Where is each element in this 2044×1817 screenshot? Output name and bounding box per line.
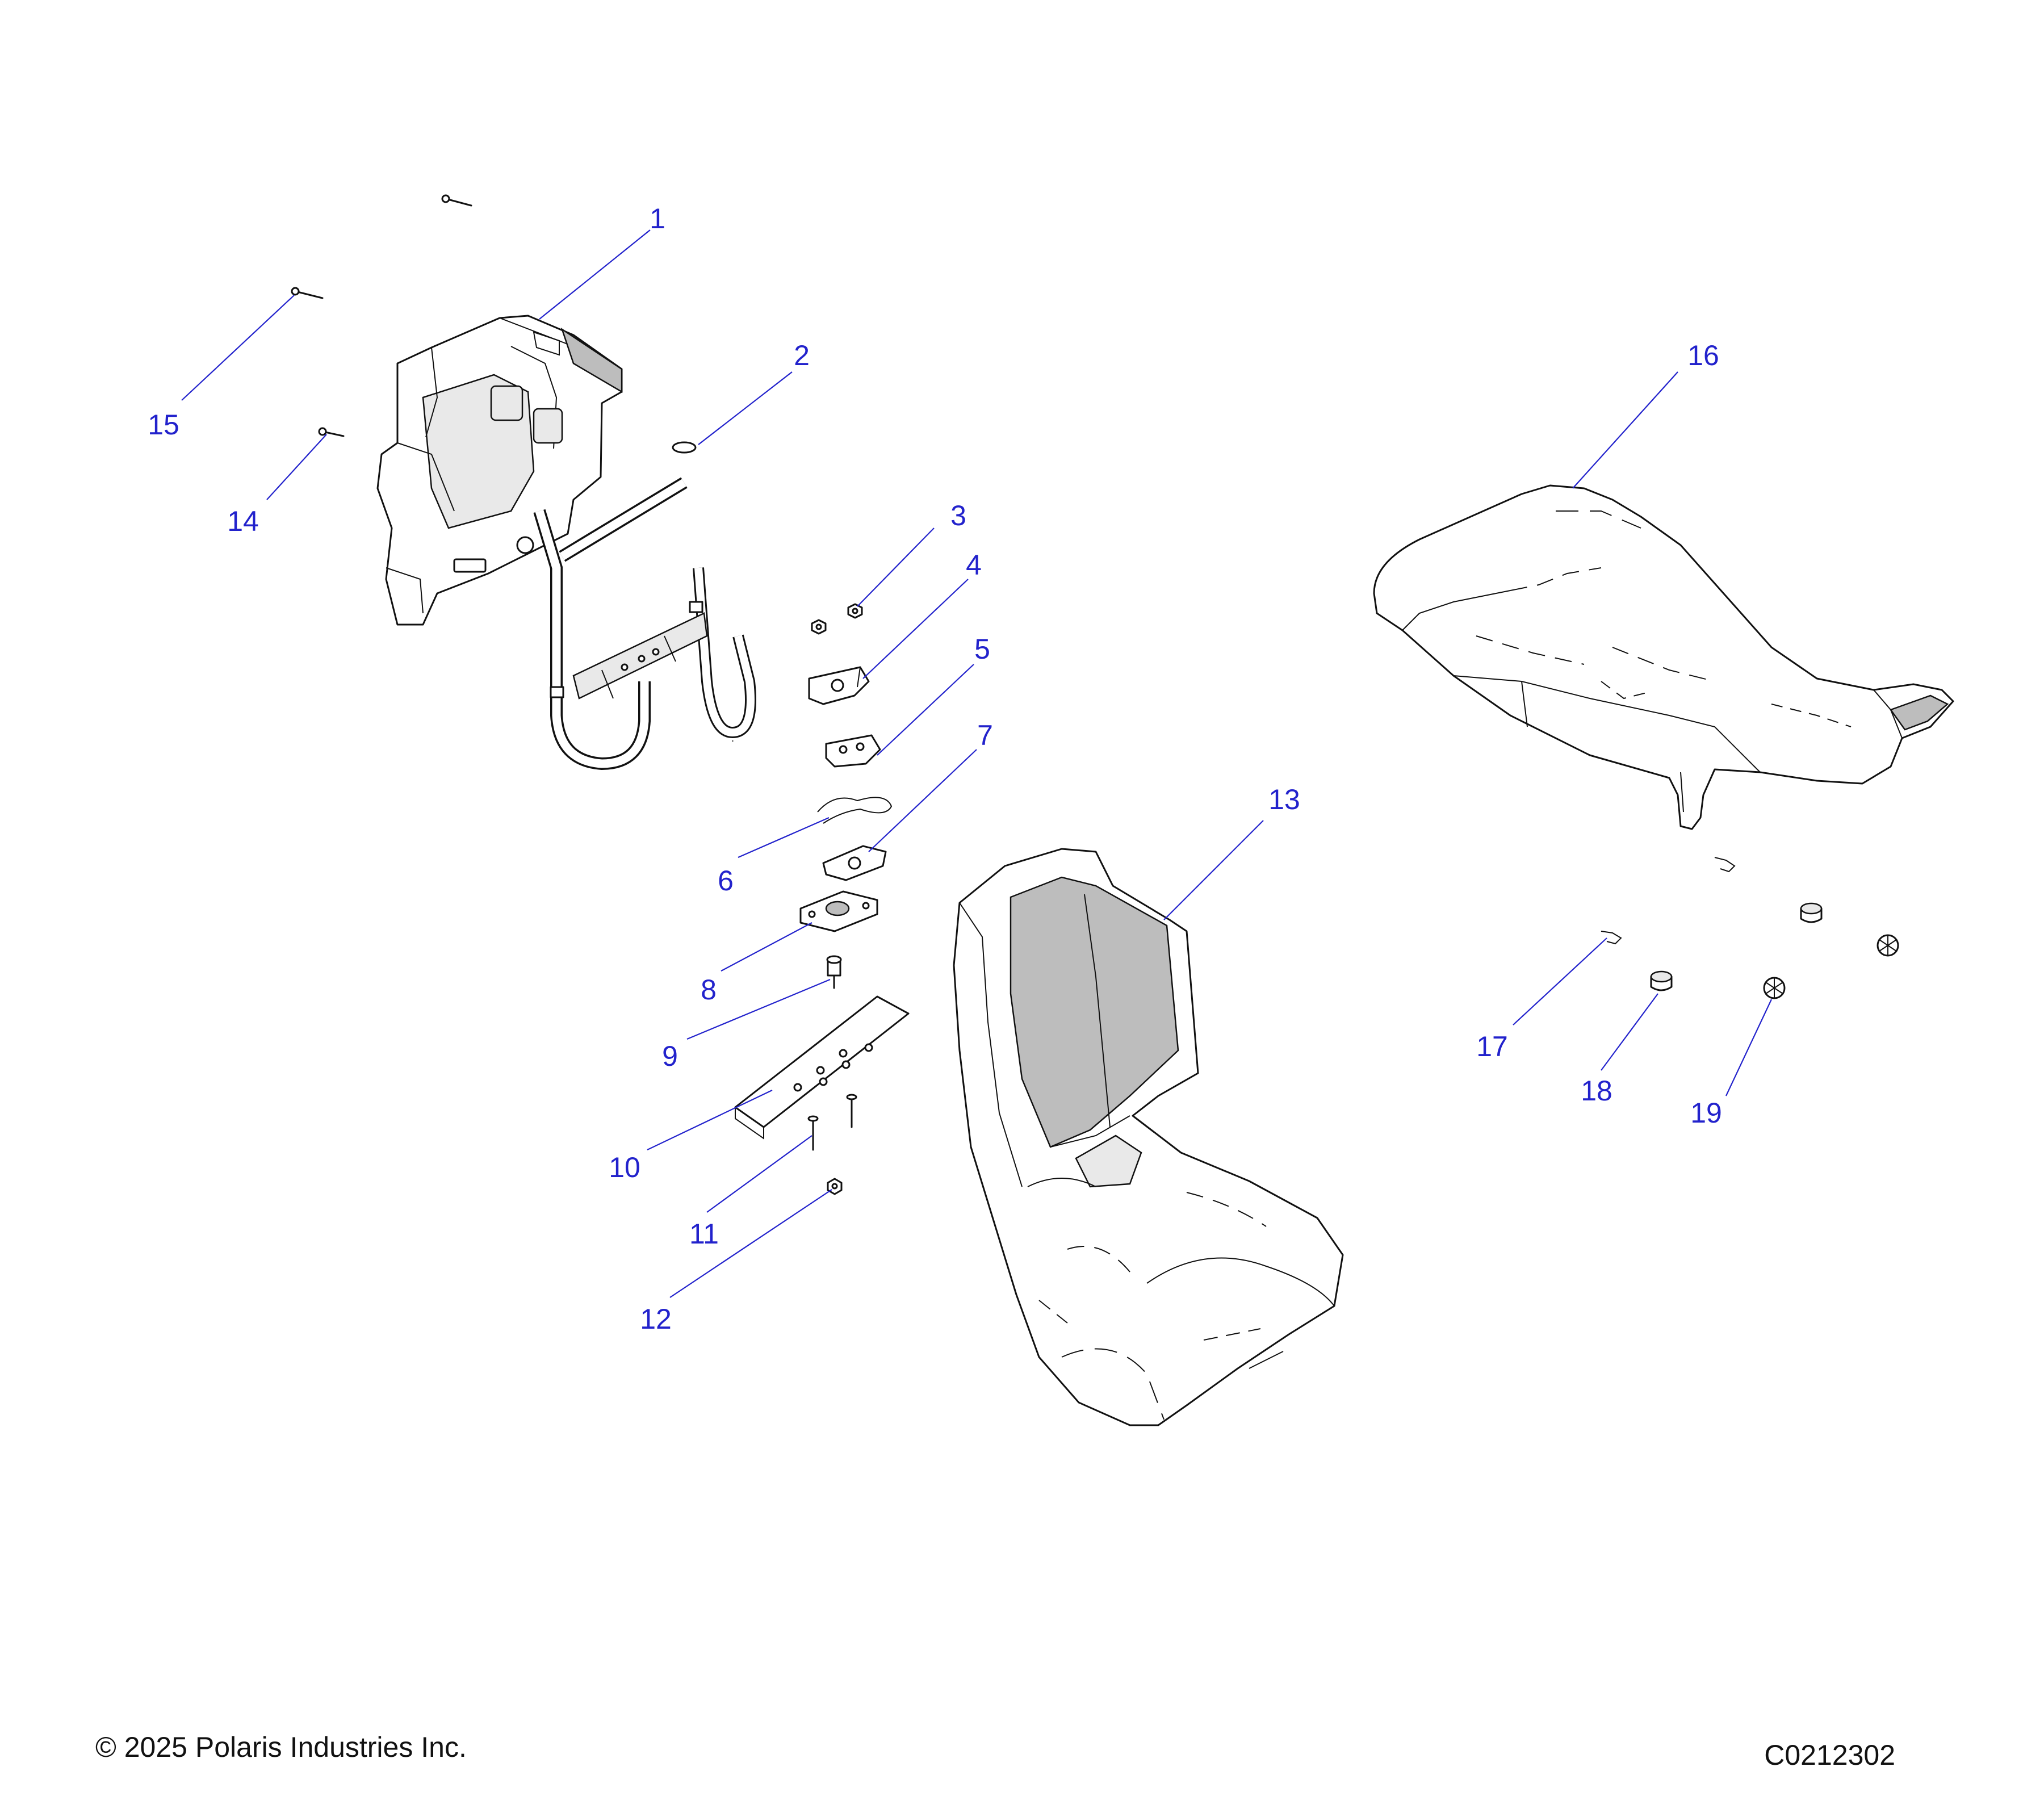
leader-18 <box>1601 993 1658 1071</box>
clip-upper <box>1714 857 1736 873</box>
leader-11 <box>706 1135 812 1213</box>
plate-7 <box>822 845 887 881</box>
nut-small <box>811 619 827 635</box>
leader-13 <box>1163 820 1264 920</box>
grommet-18a <box>1800 902 1823 923</box>
callout-16: 16 <box>1687 340 1719 371</box>
bolt-top <box>441 194 472 207</box>
callout-19: 19 <box>1690 1097 1722 1129</box>
leader-16 <box>1572 371 1678 489</box>
callout-17: 17 <box>1476 1031 1508 1062</box>
push-nut-19a <box>1877 934 1899 957</box>
callout-11: 11 <box>689 1218 719 1250</box>
grommet-18 <box>1650 970 1673 991</box>
leader-9 <box>686 978 831 1040</box>
callout-15: 15 <box>148 409 179 441</box>
leader-6 <box>738 817 830 859</box>
leader-3 <box>857 527 935 607</box>
leader-4 <box>862 579 969 679</box>
nut-3 <box>847 603 863 619</box>
callout-9: 9 <box>662 1040 678 1072</box>
callout-1: 1 <box>650 203 665 235</box>
bolts-11 <box>807 1094 857 1151</box>
leader-1 <box>539 229 651 320</box>
leader-10 <box>647 1090 773 1150</box>
clip-17 <box>1601 931 1622 945</box>
bolt-15 <box>291 287 324 299</box>
callout-13: 13 <box>1268 784 1300 815</box>
leader-17 <box>1513 937 1607 1025</box>
callout-3: 3 <box>950 500 966 531</box>
callout-numbers: 1 2 3 4 5 6 7 8 9 10 11 12 13 14 15 16 1… <box>148 203 1722 1335</box>
base-plate-8 <box>799 890 878 932</box>
callout-10: 10 <box>609 1152 640 1183</box>
callout-14: 14 <box>227 505 259 537</box>
latch-5 <box>825 734 881 768</box>
leader-8 <box>721 922 812 972</box>
figure-id: C0212302 <box>1764 1739 1895 1771</box>
callout-4: 4 <box>966 549 982 581</box>
tubular-frame-2 <box>533 441 756 771</box>
leader-14 <box>266 434 327 500</box>
leader-7 <box>868 749 977 852</box>
callout-5: 5 <box>974 633 990 665</box>
mounting-plate-10 <box>734 995 910 1140</box>
spring-clip-6 <box>817 797 893 824</box>
leader-19 <box>1725 999 1772 1096</box>
passenger-seat-13 <box>953 848 1344 1426</box>
callout-8: 8 <box>701 974 717 1006</box>
callout-6: 6 <box>718 865 734 897</box>
callout-2: 2 <box>794 340 810 371</box>
callout-18: 18 <box>1581 1075 1612 1107</box>
callout-12: 12 <box>640 1303 672 1335</box>
leader-15 <box>181 295 295 401</box>
callout-7: 7 <box>977 719 993 751</box>
leader-lines <box>181 229 1772 1298</box>
bracket-4 <box>808 666 870 705</box>
main-seat-16 <box>1373 484 1954 830</box>
storage-housing-1 <box>376 315 623 626</box>
bolt-14 <box>318 427 345 437</box>
stud-9 <box>826 955 842 989</box>
copyright-text: © 2025 Polaris Industries Inc. <box>95 1731 467 1763</box>
nut-12 <box>827 1178 843 1195</box>
leader-2 <box>698 371 793 445</box>
leader-12 <box>669 1189 832 1298</box>
leader-5 <box>877 664 974 756</box>
push-nut-19 <box>1763 977 1786 999</box>
